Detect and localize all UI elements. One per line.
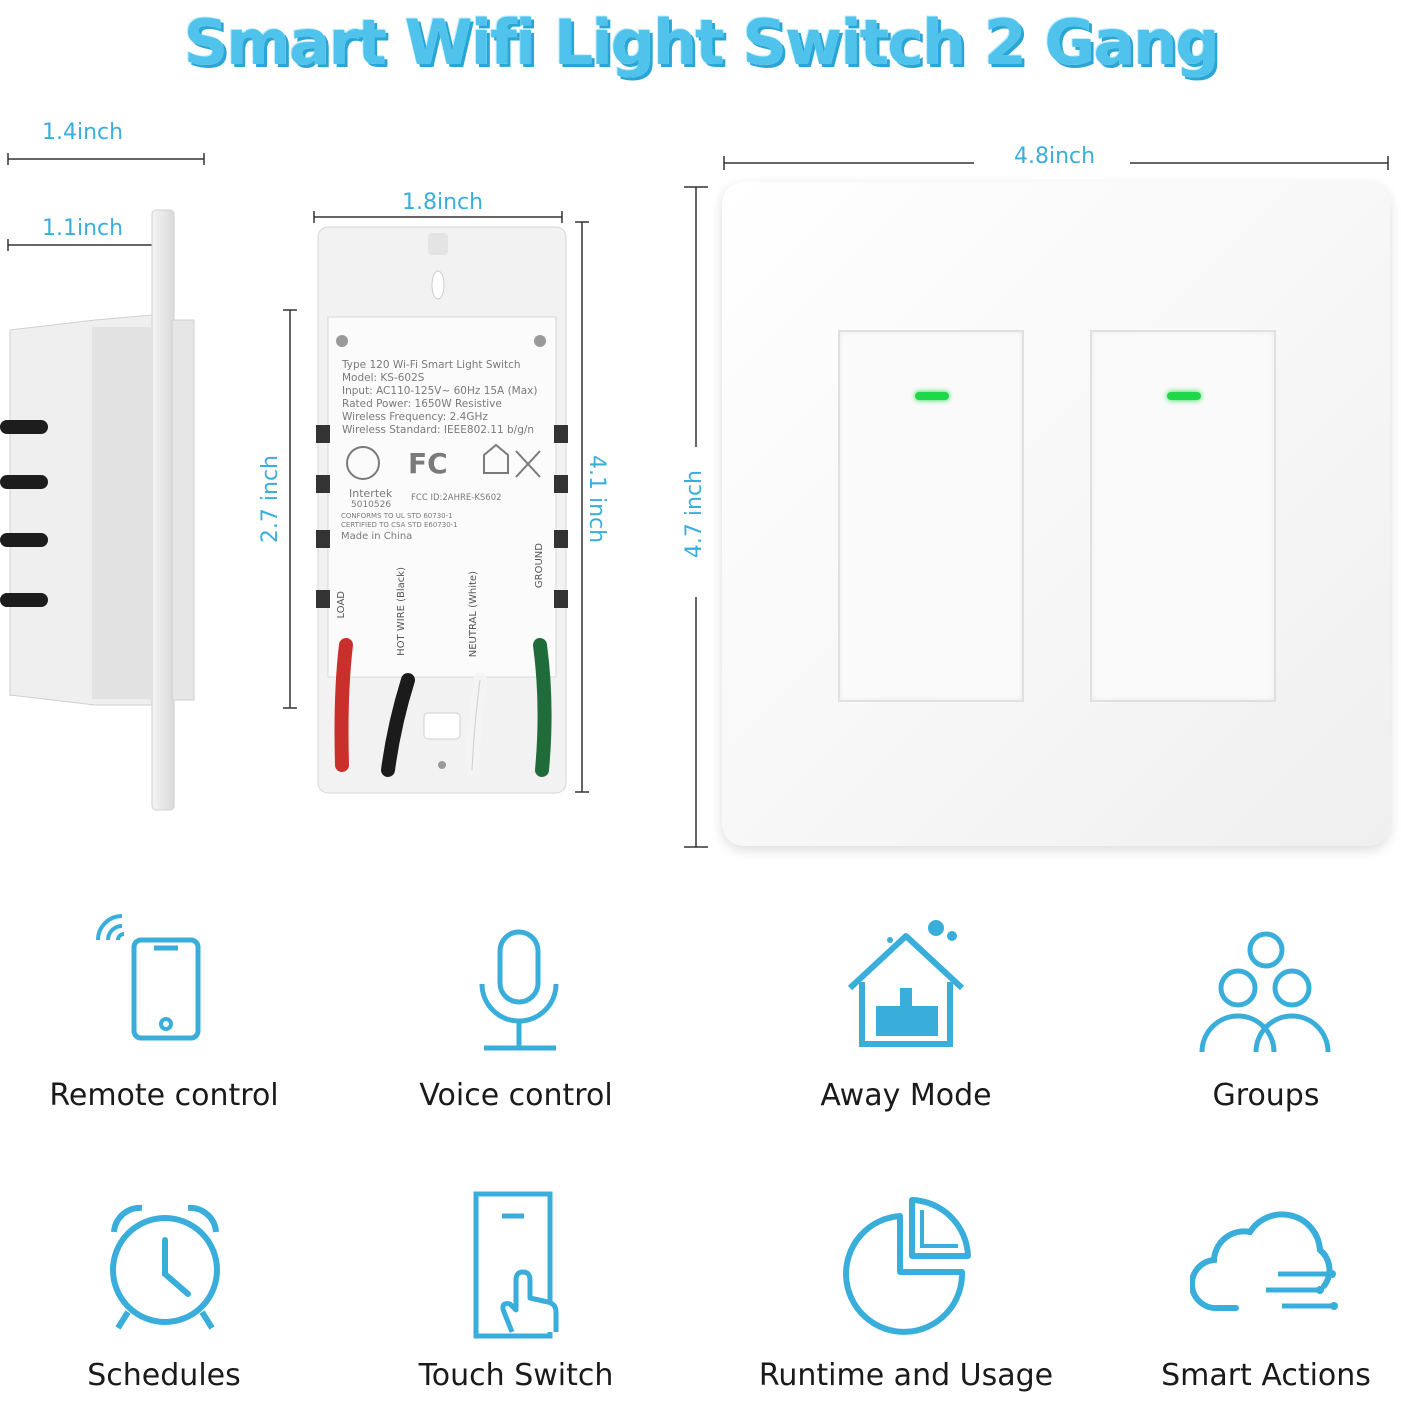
switch-button-left[interactable] <box>838 330 1024 702</box>
feature-label-groups: Groups <box>1212 1078 1320 1113</box>
dim-line-plate-width <box>723 156 1389 170</box>
intertek-code: 5010526 <box>351 500 392 510</box>
label-line-2: Model: KS-602S <box>342 372 425 384</box>
fcc-logo: FC <box>408 447 448 480</box>
group-icon <box>1199 931 1331 1053</box>
cloud-icon <box>1190 1211 1338 1312</box>
dim-plate-height: 4.7 inch <box>682 470 707 559</box>
dim-back-height-body: 2.7 inch <box>258 455 283 544</box>
phone-wifi-icon <box>96 914 201 1041</box>
dim-plate-width: 4.8inch <box>1014 144 1096 169</box>
fcc-id: FCC ID:2AHRE-KS602 <box>411 493 502 503</box>
dim-back-width: 1.8inch <box>402 190 484 215</box>
label-line-5: Wireless Frequency: 2.4GHz <box>342 411 488 423</box>
switch-side-view <box>0 209 195 811</box>
pie-chart-icon <box>843 1197 971 1335</box>
feature-label-schedules: Schedules <box>87 1358 241 1393</box>
feature-label-remote-control: Remote control <box>49 1078 279 1113</box>
feature-label-runtime-usage: Runtime and Usage <box>758 1358 1054 1393</box>
label-line-4: Rated Power: 1650W Resistive <box>342 398 502 410</box>
label-line-6: Wireless Standard: IEEE802.11 b/g/n <box>342 424 535 436</box>
wire-label-neutral: NEUTRAL (White) <box>468 571 479 658</box>
touch-switch-icon <box>473 1191 559 1339</box>
dim-line-back-width <box>313 211 563 223</box>
label-line-1: Type 120 Wi-Fi Smart Light Switch <box>342 359 521 371</box>
wire-label-load: LOAD <box>336 591 347 619</box>
feature-label-touch-switch: Touch Switch <box>418 1358 614 1393</box>
dim-line-plate-height <box>684 186 708 848</box>
switch-back-view: Type 120 Wi-Fi Smart Light Switch Model:… <box>316 225 568 795</box>
feature-label-away-mode: Away Mode <box>820 1078 992 1113</box>
microphone-icon <box>479 929 559 1051</box>
dim-back-height-total: 4.1 inch <box>584 455 609 544</box>
alarm-clock-icon <box>110 1204 220 1330</box>
wire-label-ground: GROUND <box>534 543 545 589</box>
dim-line-back-total <box>575 221 589 793</box>
intertek-label: Intertek <box>349 487 393 500</box>
home-icon <box>847 920 965 1047</box>
led-indicator-left <box>915 392 949 400</box>
conform-line-2: CERTIFIED TO CSA STD E60730-1 <box>341 521 458 529</box>
page-title: Smart Wifi Light Switch 2 Gang <box>183 6 1219 79</box>
led-indicator-right <box>1167 392 1201 400</box>
switch-front-plate <box>722 182 1390 846</box>
wire-label-hot: HOT WIRE (Black) <box>396 567 407 656</box>
label-line-3: Input: AC110-125V~ 60Hz 15A (Max) <box>342 385 538 397</box>
dim-line-back-body <box>283 309 297 709</box>
switch-button-right[interactable] <box>1090 330 1276 702</box>
feature-label-voice-control: Voice control <box>419 1078 613 1113</box>
conform-line-1: CONFORMS TO UL STD 60730-1 <box>341 512 453 520</box>
dim-line-side-total <box>7 153 205 165</box>
feature-label-smart-actions: Smart Actions <box>1161 1358 1371 1393</box>
made-in: Made in China <box>341 531 413 542</box>
dim-side-depth-body: 1.1inch <box>42 216 124 241</box>
dim-side-depth-total: 1.4inch <box>42 120 124 145</box>
